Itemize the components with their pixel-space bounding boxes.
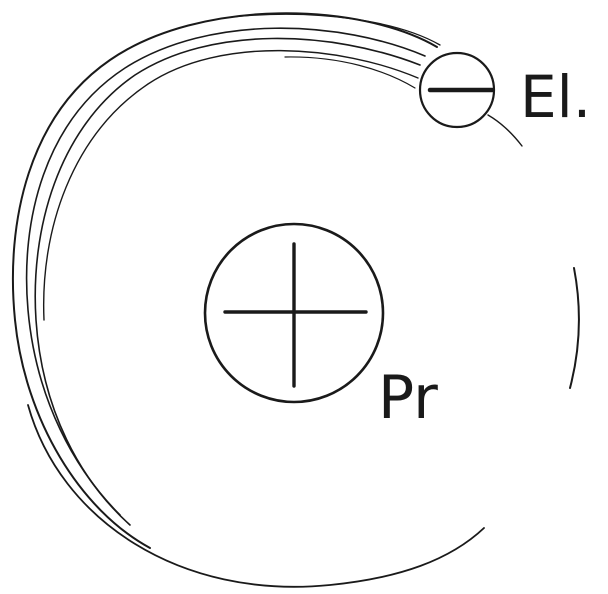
electron-label: El. [520,63,591,131]
orbit-arc-2 [27,28,425,515]
orbit-arc-3 [35,38,420,525]
orbit-arc-4 [44,51,418,320]
electron [420,53,494,127]
orbit-arc-short-stroke [285,57,415,88]
proton [205,224,383,402]
orbit-arc-top-stroke [232,14,440,45]
orbit-arc-outer [13,13,437,548]
orbit-arc-right [570,268,579,388]
orbit-tail-stroke [488,115,522,146]
electron-orbit [13,13,579,587]
proton-label: Pr [378,363,438,433]
